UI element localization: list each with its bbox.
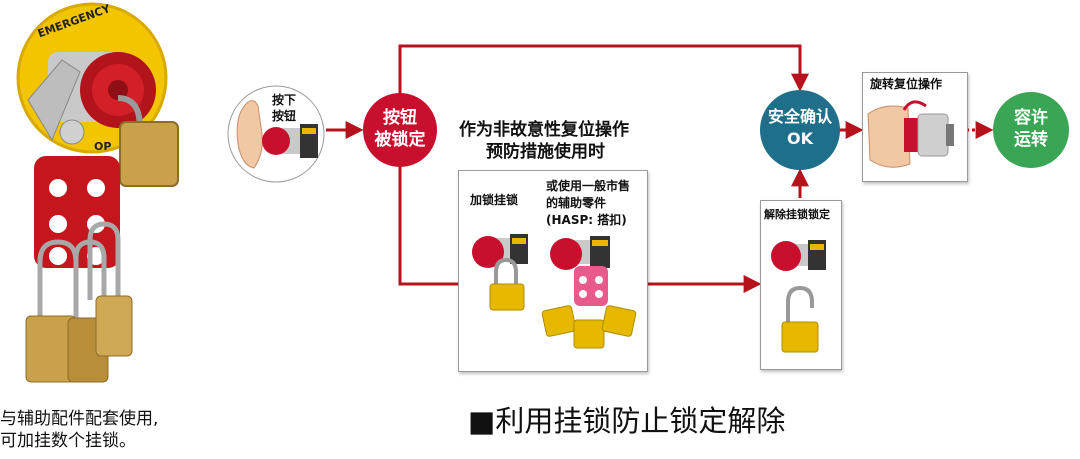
press-button-illustration <box>227 85 325 183</box>
release-illustration <box>771 240 826 353</box>
padlock-on-button-illustration <box>472 234 528 311</box>
node-locked-circle <box>363 93 437 167</box>
padlock-label: 加锁挂锁 <box>470 193 519 207</box>
rotate-label: 旋转复位操作 <box>870 77 943 91</box>
middle-heading-line-2: 预防措施使用时 <box>486 142 605 162</box>
caption-line-1: 与辅助配件配套使用, <box>0 409 159 429</box>
node-locked-line-2: 被锁定 <box>374 130 426 150</box>
hasp-label-line-1: 或使用一般市售 <box>546 179 631 193</box>
node-locked-line-1: 按钮 <box>383 108 417 128</box>
brass-padlock <box>95 295 133 357</box>
ring-text-partial: OP <box>94 140 111 153</box>
press-label-line-2: 按钮 <box>272 109 297 123</box>
open-padlock-icon <box>781 321 819 353</box>
yellow-padlock-icon <box>601 305 637 337</box>
node-confirm-line-2: OK <box>787 129 813 148</box>
brass-padlock-top <box>120 122 178 186</box>
hasp-with-padlocks-illustration <box>541 236 637 349</box>
yellow-padlock-icon <box>489 283 525 311</box>
lockout-hasp-photo: EMERGENCY OP <box>16 2 179 383</box>
arrow-top-path <box>398 44 809 96</box>
press-label-line-1: 按下 <box>272 93 297 107</box>
caption-line-2: 可加挂数个挂锁。 <box>0 431 136 451</box>
yellow-padlock-icon <box>573 319 605 349</box>
hasp-label-line-2: 的辅助零件 <box>546 196 607 210</box>
red-button-icon <box>262 127 290 155</box>
middle-heading-line-1: 作为非故意性复位操作 <box>459 120 629 140</box>
node-allow-line-1: 容许 <box>1014 108 1048 128</box>
node-confirm-circle <box>760 90 840 170</box>
lockout-options-box <box>458 170 648 372</box>
rotate-illustration <box>867 100 954 168</box>
release-label: 解除挂锁锁定 <box>764 208 830 221</box>
hasp-label-line-3: (HASP: 搭扣) <box>546 213 627 227</box>
node-allow-circle <box>993 92 1069 168</box>
arrow-lower-path <box>398 166 458 286</box>
yellow-padlock-icon <box>541 305 577 337</box>
bottom-title: ■利用挂锁防止锁定解除 <box>468 404 786 438</box>
node-allow-line-2: 运转 <box>1014 130 1048 150</box>
node-confirm-line-1: 安全确认 <box>767 107 832 126</box>
